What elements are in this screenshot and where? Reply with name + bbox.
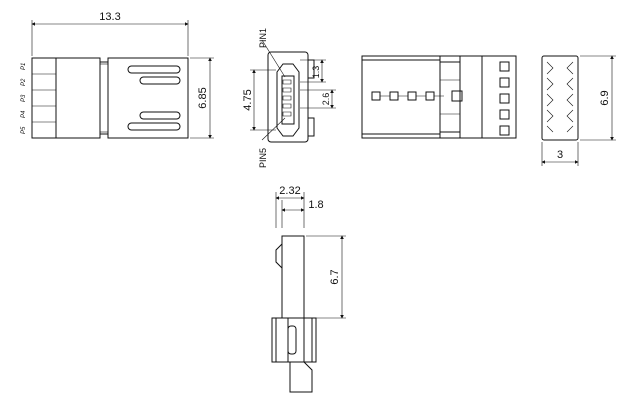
contact-pad	[371, 91, 381, 101]
front-view: 13.3 P1 P2 P3 P4 P5 6.85	[21, 11, 214, 139]
profile-shell	[281, 235, 305, 319]
contact-block	[31, 57, 57, 139]
terminal-block	[481, 55, 517, 139]
rear-block	[459, 55, 483, 139]
profile-inner	[275, 317, 289, 363]
terminal-window	[499, 109, 510, 120]
contact-pad	[389, 91, 399, 101]
shell-slot	[127, 122, 181, 131]
contact-tongue	[281, 75, 295, 125]
end-tab	[307, 117, 315, 137]
profile-latch	[275, 242, 283, 270]
height-dimension-label: 6.85	[197, 87, 209, 108]
pin-label-p2: P2	[21, 78, 27, 86]
body-depth-label: 1.8	[308, 199, 323, 211]
side-width-label: 3	[557, 149, 563, 161]
pin-label-p4: P4	[21, 110, 27, 118]
profile-view: 2.32 1.8 6.7	[271, 185, 346, 393]
end-view: PIN1 PIN5 4.75 1.3 2.6	[242, 28, 336, 168]
cavity-height-label: 4.75	[242, 89, 254, 110]
rear-shell	[361, 55, 441, 139]
width-dimension-label: 13.3	[99, 11, 120, 23]
terminal-window	[499, 61, 510, 72]
profile-tail	[289, 361, 313, 393]
contact-pad	[425, 91, 435, 101]
side-body	[541, 55, 579, 141]
contact-pins	[282, 79, 292, 117]
shell-slot	[127, 65, 181, 74]
pin1-label: PIN1	[258, 28, 268, 48]
mating-cavity	[276, 63, 300, 137]
side-height-label: 6.9	[599, 90, 611, 105]
terminal-window	[499, 125, 510, 136]
shell-slot	[139, 76, 181, 85]
rear-view	[361, 55, 517, 139]
contact-pad	[407, 91, 417, 101]
pin1-leader	[261, 39, 286, 78]
profile-height-label: 6.7	[329, 269, 341, 284]
right-view: 6.9 3	[541, 55, 616, 166]
pin-label-p3: P3	[21, 94, 27, 102]
top-offset-label: 1.3	[311, 66, 321, 79]
housing-body	[55, 57, 101, 139]
metal-shell	[107, 57, 189, 139]
contact-pad	[451, 90, 463, 102]
end-housing	[267, 51, 309, 143]
profile-slot	[287, 325, 297, 355]
side-contacts	[546, 61, 554, 133]
pitch-label: 2.6	[321, 93, 331, 106]
profile-flange	[303, 317, 313, 363]
terminal-window	[499, 77, 510, 88]
pin-label-p1: P1	[21, 63, 27, 70]
housing-flange	[99, 61, 109, 135]
terminal-window	[499, 93, 510, 104]
rear-body	[361, 55, 517, 139]
pin5-leader	[261, 117, 286, 141]
pin-label-p5: P5	[21, 126, 27, 134]
overall-depth-label: 2.32	[279, 185, 300, 197]
profile-housing	[271, 317, 317, 363]
shell-slot	[139, 111, 181, 120]
rear-collar	[439, 61, 461, 133]
side-contacts	[566, 61, 574, 133]
pin5-label: PIN5	[258, 148, 268, 168]
